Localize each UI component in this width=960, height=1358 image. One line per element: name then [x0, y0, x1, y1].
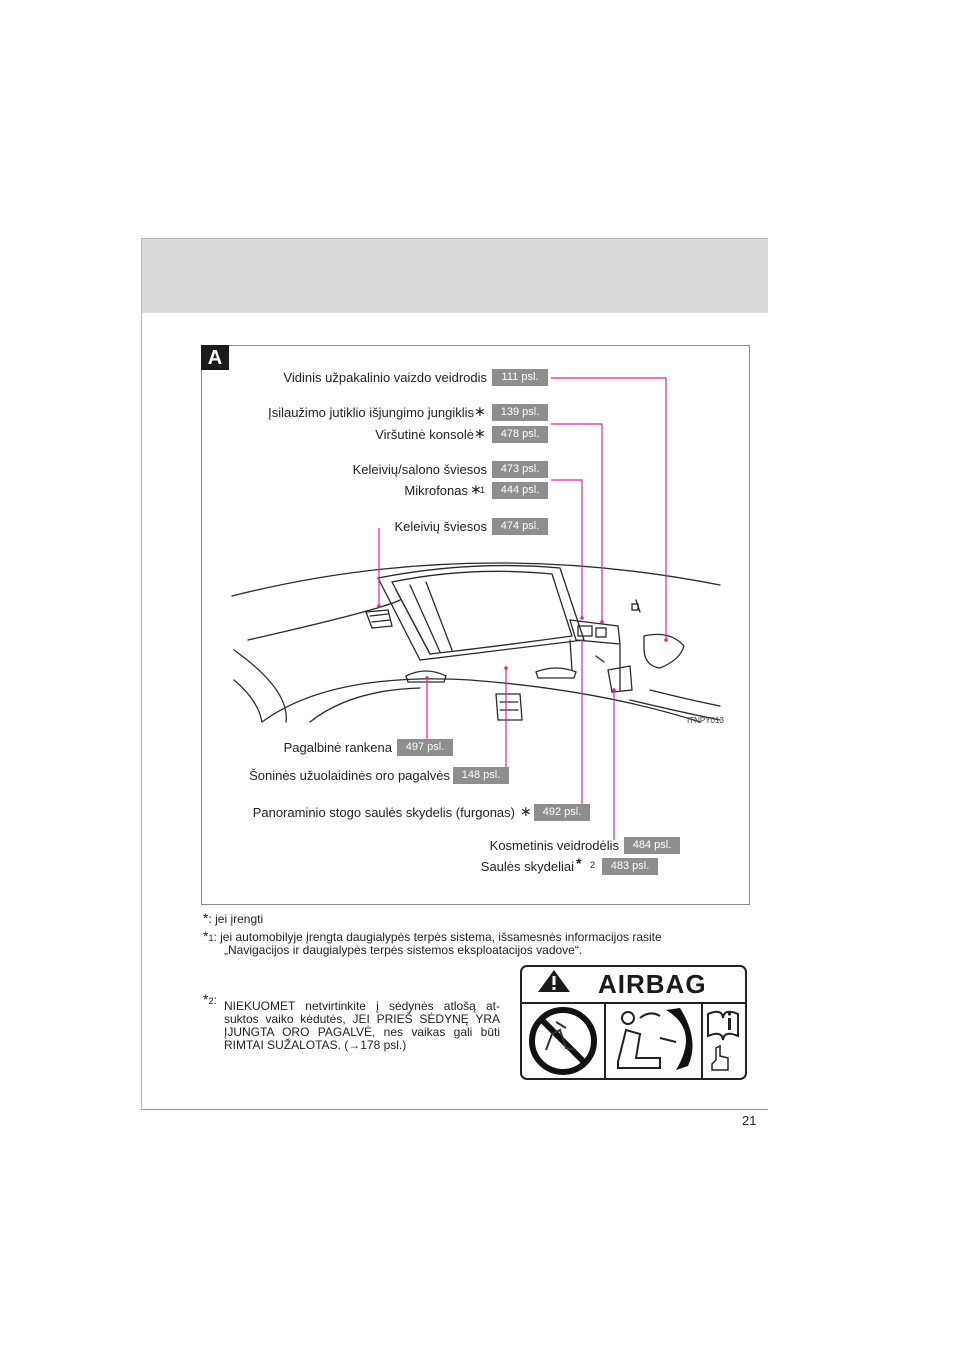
optional-star-icon: ∗: [474, 425, 486, 441]
label-panoramic-shade: Panoraminio stogo saulės skydelis (furgo…: [252, 805, 515, 820]
optional-star-icon: ∗: [520, 803, 532, 819]
page-ref-microphone[interactable]: 444 psl.: [492, 482, 548, 499]
page-ref-interior-lights[interactable]: 473 psl.: [492, 461, 548, 478]
page-ref-sun-visors[interactable]: 483 psl.: [602, 858, 658, 875]
label-sun-visors: Saulės skydeliai: [480, 859, 574, 874]
page-number: 21: [742, 1113, 757, 1128]
image-code: ITNPY013: [687, 716, 724, 725]
footnote-optional: *: jei įrengti: [203, 910, 264, 926]
page-ref-vanity-mirror[interactable]: 484 psl.: [624, 837, 680, 854]
footnote-mark-1: 1: [480, 485, 486, 495]
footnote-1-line-2: „Navigacijos ir daugialypės terpės siste…: [224, 943, 583, 957]
page-ref-rear-view-mirror[interactable]: 111 psl.: [492, 369, 548, 386]
footnote-optional-text: : jei įrengti: [208, 912, 264, 926]
section-tag: A: [201, 345, 229, 370]
optional-star-icon: *: [203, 910, 209, 926]
airbag-label-title: AIRBAG: [598, 969, 707, 999]
optional-star-icon: *: [576, 855, 582, 871]
label-intrusion-sensor-switch: Įsilaužimo jutiklio išjungimo jungiklis: [268, 405, 474, 420]
footnote-1: *1: jei automobilyje įrengta daugialypės…: [203, 928, 662, 945]
footnote-2-marker: *2:: [203, 991, 217, 1008]
page-ref-panoramic-shade[interactable]: 492 psl.: [534, 804, 590, 821]
footnote-2-mark: 2: [208, 996, 214, 1006]
label-overhead-console: Viršutinė konsolė: [375, 427, 474, 442]
page-ref-intrusion-sensor-switch[interactable]: 139 psl.: [492, 404, 548, 421]
bottom-rule: [141, 1109, 768, 1110]
page-ref-assist-grip[interactable]: 497 psl.: [397, 739, 453, 756]
optional-star-icon: *: [203, 991, 209, 1007]
label-vanity-mirror: Kosmetinis veidrodėlis: [489, 838, 619, 853]
footnote-1-line-1: : jei automobilyje įrengta daugialypės t…: [213, 930, 662, 944]
page-ref-curtain-airbags[interactable]: 148 psl.: [453, 767, 509, 784]
label-curtain-airbags: Šoninės užuolaidinės oro pagalvės: [249, 768, 450, 783]
footnote-2-warning-text: NIEKUOMET netvirtinkite į sėdynės atlošą…: [224, 999, 500, 1052]
optional-star-icon: ∗: [470, 481, 482, 497]
footnote-2-colon: :: [213, 993, 217, 1007]
footnote-mark-2: 2: [590, 860, 596, 870]
label-microphone: Mikrofonas: [404, 483, 468, 498]
header-band: [142, 239, 768, 313]
page-ref-overhead-console[interactable]: 478 psl.: [492, 426, 548, 443]
label-interior-lights: Keleivių/salono šviesos: [352, 462, 487, 477]
airbag-warning-label-graphic: [520, 965, 747, 1080]
diagram-box: [201, 345, 750, 905]
footnote-1-mark: 1: [208, 933, 214, 943]
label-rear-view-mirror: Vidinis užpakalinio vaizdo veidrodis: [283, 370, 487, 385]
optional-star-icon: ∗: [474, 403, 486, 419]
label-personal-lights: Keleivių šviesos: [394, 519, 488, 534]
page-ref-personal-lights[interactable]: 474 psl.: [492, 518, 548, 535]
optional-star-icon: *: [203, 928, 209, 944]
label-assist-grip: Pagalbinė rankena: [283, 740, 392, 755]
